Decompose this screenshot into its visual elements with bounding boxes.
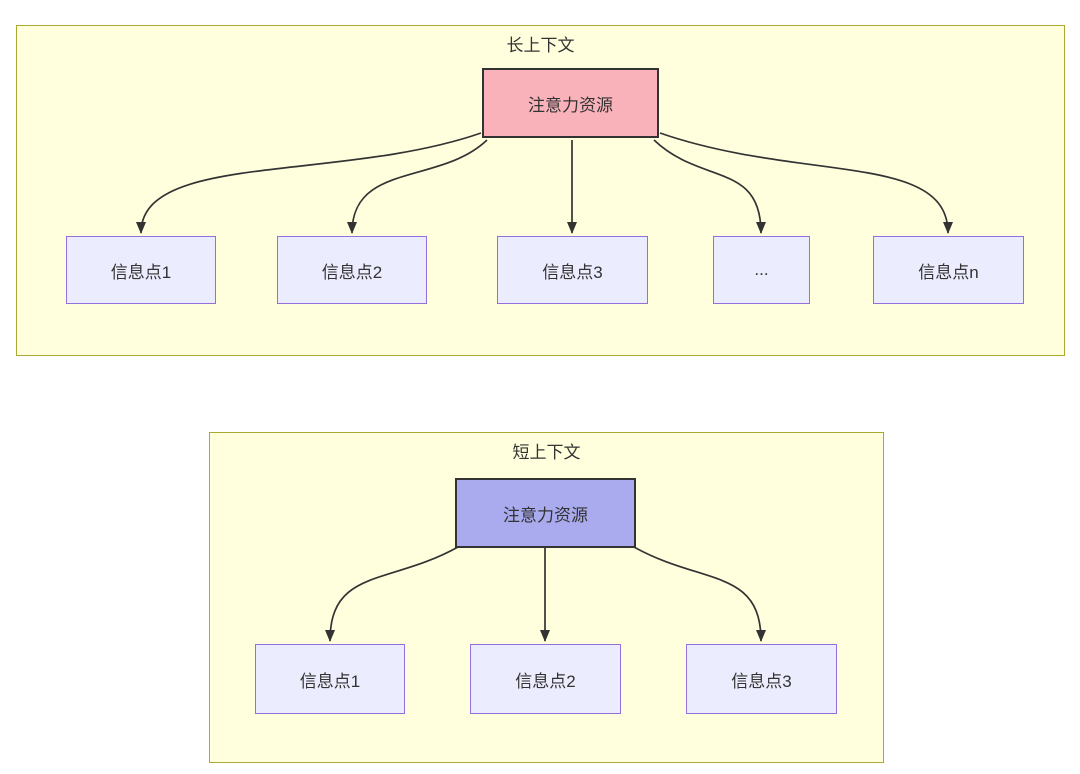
- long-info-node-1: 信息点1: [66, 236, 216, 304]
- long-info-node-ellipsis: ...: [713, 236, 810, 304]
- long-context-title: 长上下文: [506, 36, 575, 55]
- long-info-node-3: 信息点3: [497, 236, 648, 304]
- long-attention-node: 注意力资源: [482, 68, 659, 138]
- short-info-node-1: 信息点1: [255, 644, 405, 714]
- short-info-node-2: 信息点2: [470, 644, 621, 714]
- short-context-title: 短上下文: [512, 443, 581, 462]
- short-attention-node: 注意力资源: [455, 478, 636, 548]
- short-info-node-3: 信息点3: [686, 644, 837, 714]
- long-info-node-2: 信息点2: [277, 236, 427, 304]
- long-info-node-n: 信息点n: [873, 236, 1024, 304]
